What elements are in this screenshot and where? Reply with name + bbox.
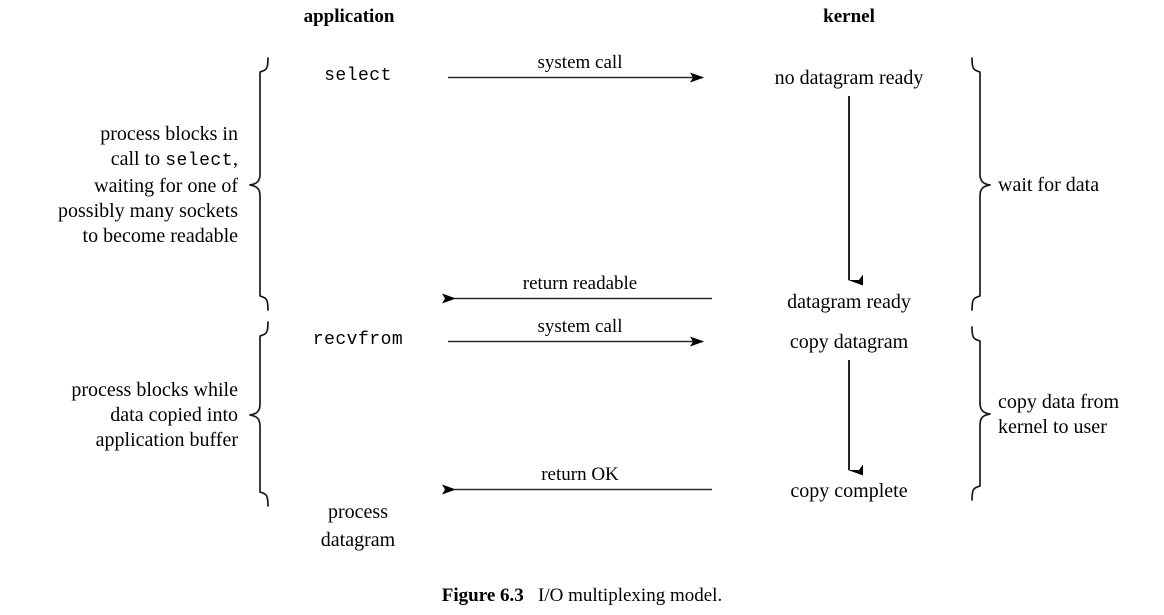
left-annotation-line-1: process blocks in (100, 123, 238, 145)
application-call-select: select (324, 66, 392, 86)
kernel-copy-complete: copy complete (790, 480, 908, 502)
kernel-copy-datagram: copy datagram (789, 331, 909, 353)
left-annotation-line-2: call to select, (10, 147, 238, 174)
left-annotation-copy-line-1: process blocks while (71, 379, 238, 401)
left-annotation-block-copy: process blocks while data copied into ap… (10, 378, 238, 453)
figure-caption: Figure 6.3 I/O multiplexing model. (0, 585, 1164, 607)
left-annotation-line-2-pre: call to (110, 148, 166, 170)
figure-caption-text: I/O multiplexing model. (538, 585, 723, 606)
application-call-recvfrom: recvfrom (312, 330, 404, 350)
left-annotation-copy-line-2: data copied into (110, 404, 238, 426)
left-annotation-line-2-post: , (233, 148, 238, 170)
right-annotation-block-copy: copy data from kernel to user (998, 390, 1164, 440)
column-heading-application: application (303, 6, 395, 27)
right-annotation-copy-line-2: kernel to user (998, 416, 1107, 438)
kernel-datagram-ready: datagram ready (787, 291, 911, 313)
arrow-label-return-ok: return OK (541, 464, 619, 485)
arrow-label-system-call-2: system call (537, 316, 623, 337)
kernel-no-datagram-ready: no datagram ready (774, 67, 924, 89)
left-annotation-line-5: to become readable (82, 225, 238, 247)
left-annotation-line-3: waiting for one of (94, 175, 238, 197)
right-annotation-copy-line-1: copy data from (998, 391, 1120, 413)
left-annotation-block-select: process blocks in call to select, waitin… (10, 122, 238, 249)
arrow-label-system-call-1: system call (537, 52, 623, 73)
right-annotation-wait-for-data: wait for data (998, 174, 1100, 196)
arrow-label-return-readable: return readable (522, 273, 638, 294)
figure-caption-gap (524, 585, 538, 606)
application-process-datagram-line2: datagram (320, 529, 396, 551)
left-annotation-line-2-mono: select (165, 151, 233, 171)
left-brace-upper (249, 57, 269, 311)
column-heading-kernel: kernel (823, 6, 875, 27)
right-brace-upper (971, 57, 991, 311)
left-annotation-line-4: possibly many sockets (58, 200, 238, 222)
left-annotation-copy-line-3: application buffer (95, 429, 238, 451)
application-process-datagram-line1: process (328, 501, 388, 523)
figure-caption-label: Figure 6.3 (441, 585, 524, 606)
